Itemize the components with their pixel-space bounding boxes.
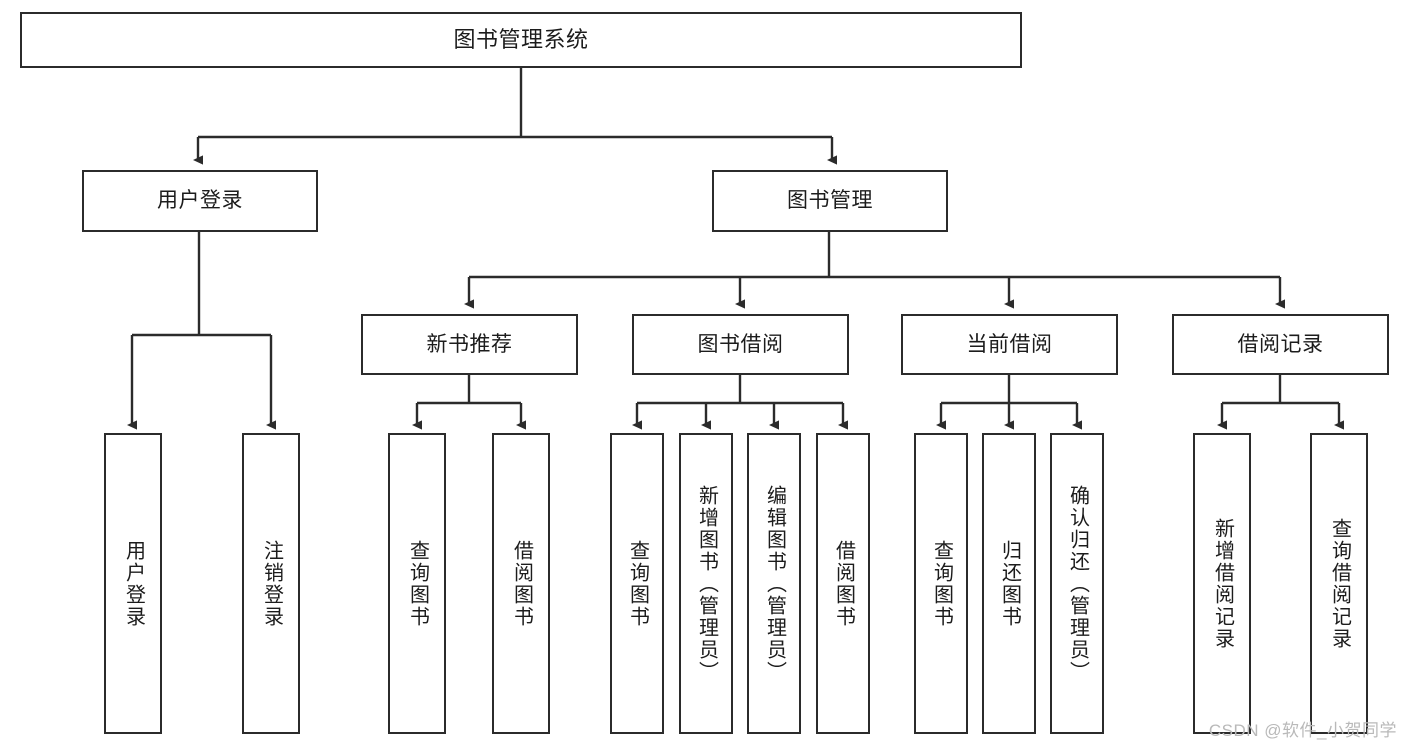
node-label: 图书管理: [787, 189, 873, 213]
node-label: 查询图书: [406, 539, 429, 628]
leaf-user-login[interactable]: 用户登录: [104, 433, 162, 734]
node-user-login[interactable]: 用户登录: [82, 170, 318, 232]
node-label: 借阅图书: [510, 539, 533, 628]
node-label: 新增图书（管理员）: [695, 484, 718, 683]
node-book-borrow[interactable]: 图书借阅: [632, 314, 849, 375]
node-label: 图书借阅: [697, 332, 784, 356]
node-borrow-record[interactable]: 借阅记录: [1172, 314, 1389, 375]
node-label: 当前借阅: [966, 332, 1053, 356]
node-label: 新增借阅记录: [1211, 517, 1234, 650]
node-label: 注销登录: [260, 539, 283, 628]
node-current-borrow[interactable]: 当前借阅: [901, 314, 1118, 375]
node-label: 用户登录: [157, 189, 243, 213]
leaf-edit-book-admin[interactable]: 编辑图书（管理员）: [747, 433, 801, 734]
leaf-add-borrow-record[interactable]: 新增借阅记录: [1193, 433, 1251, 734]
leaf-logout[interactable]: 注销登录: [242, 433, 300, 734]
leaf-query-book-recommend[interactable]: 查询图书: [388, 433, 446, 734]
leaf-borrow-book[interactable]: 借阅图书: [816, 433, 870, 734]
node-label: 借阅记录: [1237, 332, 1324, 356]
leaf-query-book-borrow[interactable]: 查询图书: [610, 433, 664, 734]
node-label: 编辑图书（管理员）: [763, 484, 786, 683]
leaf-query-borrow-record[interactable]: 查询借阅记录: [1310, 433, 1368, 734]
node-label: 查询借阅记录: [1328, 517, 1351, 650]
node-label: 归还图书: [998, 539, 1021, 628]
node-root-system[interactable]: 图书管理系统: [20, 12, 1022, 68]
node-new-book-recommend[interactable]: 新书推荐: [361, 314, 578, 375]
node-book-management[interactable]: 图书管理: [712, 170, 948, 232]
leaf-return-book[interactable]: 归还图书: [982, 433, 1036, 734]
leaf-query-book-current[interactable]: 查询图书: [914, 433, 968, 734]
leaf-confirm-return-admin[interactable]: 确认归还（管理员）: [1050, 433, 1104, 734]
node-label: 图书管理系统: [453, 26, 589, 52]
node-label: 借阅图书: [832, 539, 855, 628]
node-label: 新书推荐: [426, 332, 513, 356]
csdn-watermark: CSDN @软件_小贺同学: [1208, 721, 1397, 740]
node-label: 确认归还（管理员）: [1066, 484, 1089, 683]
leaf-add-book-admin[interactable]: 新增图书（管理员）: [679, 433, 733, 734]
node-label: 用户登录: [122, 539, 145, 628]
node-label: 查询图书: [930, 539, 953, 628]
leaf-borrow-book-recommend[interactable]: 借阅图书: [492, 433, 550, 734]
node-label: 查询图书: [626, 539, 649, 628]
